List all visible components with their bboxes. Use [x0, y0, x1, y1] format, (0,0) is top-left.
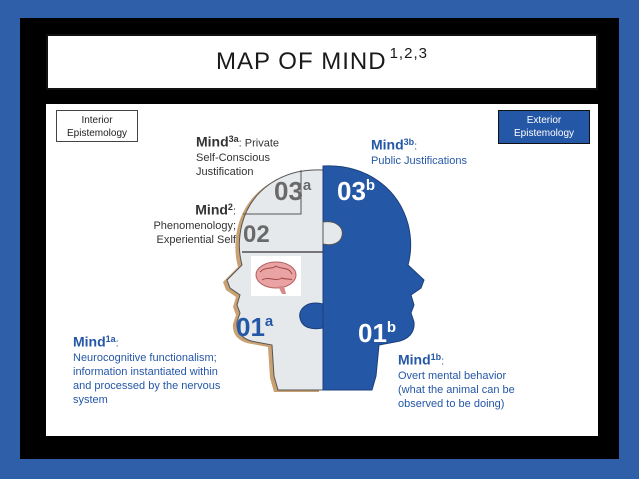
title-superscript: 1,2,3 [389, 44, 428, 62]
exterior-epistemology-tag: Exterior Epistemology [498, 110, 590, 144]
mind-3b-label: Mind3b: Public Justifications [371, 136, 467, 167]
right-head-half [322, 165, 425, 391]
upper-puzzle-tab [322, 221, 343, 246]
mind-1b-label: Mind1b: Overt mental behavior (what the … [398, 351, 515, 410]
region-03b-number: 03b [337, 176, 375, 206]
page-title: MAP OF MIND [216, 48, 387, 75]
title-banner: MAP OF MIND 1,2,3 [46, 34, 598, 90]
diagram-panel: Interior Epistemology Exterior Epistemol… [46, 104, 598, 436]
mind-2-label: Mind2: Phenomenology; Experiential Self [153, 201, 236, 246]
mind-1a-label: Mind1a: Neurocognitive functionalism; in… [73, 333, 221, 406]
lower-puzzle-tab [299, 302, 324, 330]
region-03a-number: 03a [274, 176, 312, 206]
mind-3a-label: Mind3a: Private Self-Conscious Justifica… [196, 133, 280, 178]
region-divider-upper [243, 170, 302, 215]
region-02-number: 02 [243, 221, 270, 248]
region-01a-number: 01a [236, 312, 274, 342]
interior-epistemology-tag: Interior Epistemology [56, 110, 138, 142]
head-puzzle-diagram: 03a 02 01a 03b 01b [223, 165, 425, 392]
brain-icon [251, 256, 301, 296]
region-01b-number: 01b [358, 318, 396, 348]
